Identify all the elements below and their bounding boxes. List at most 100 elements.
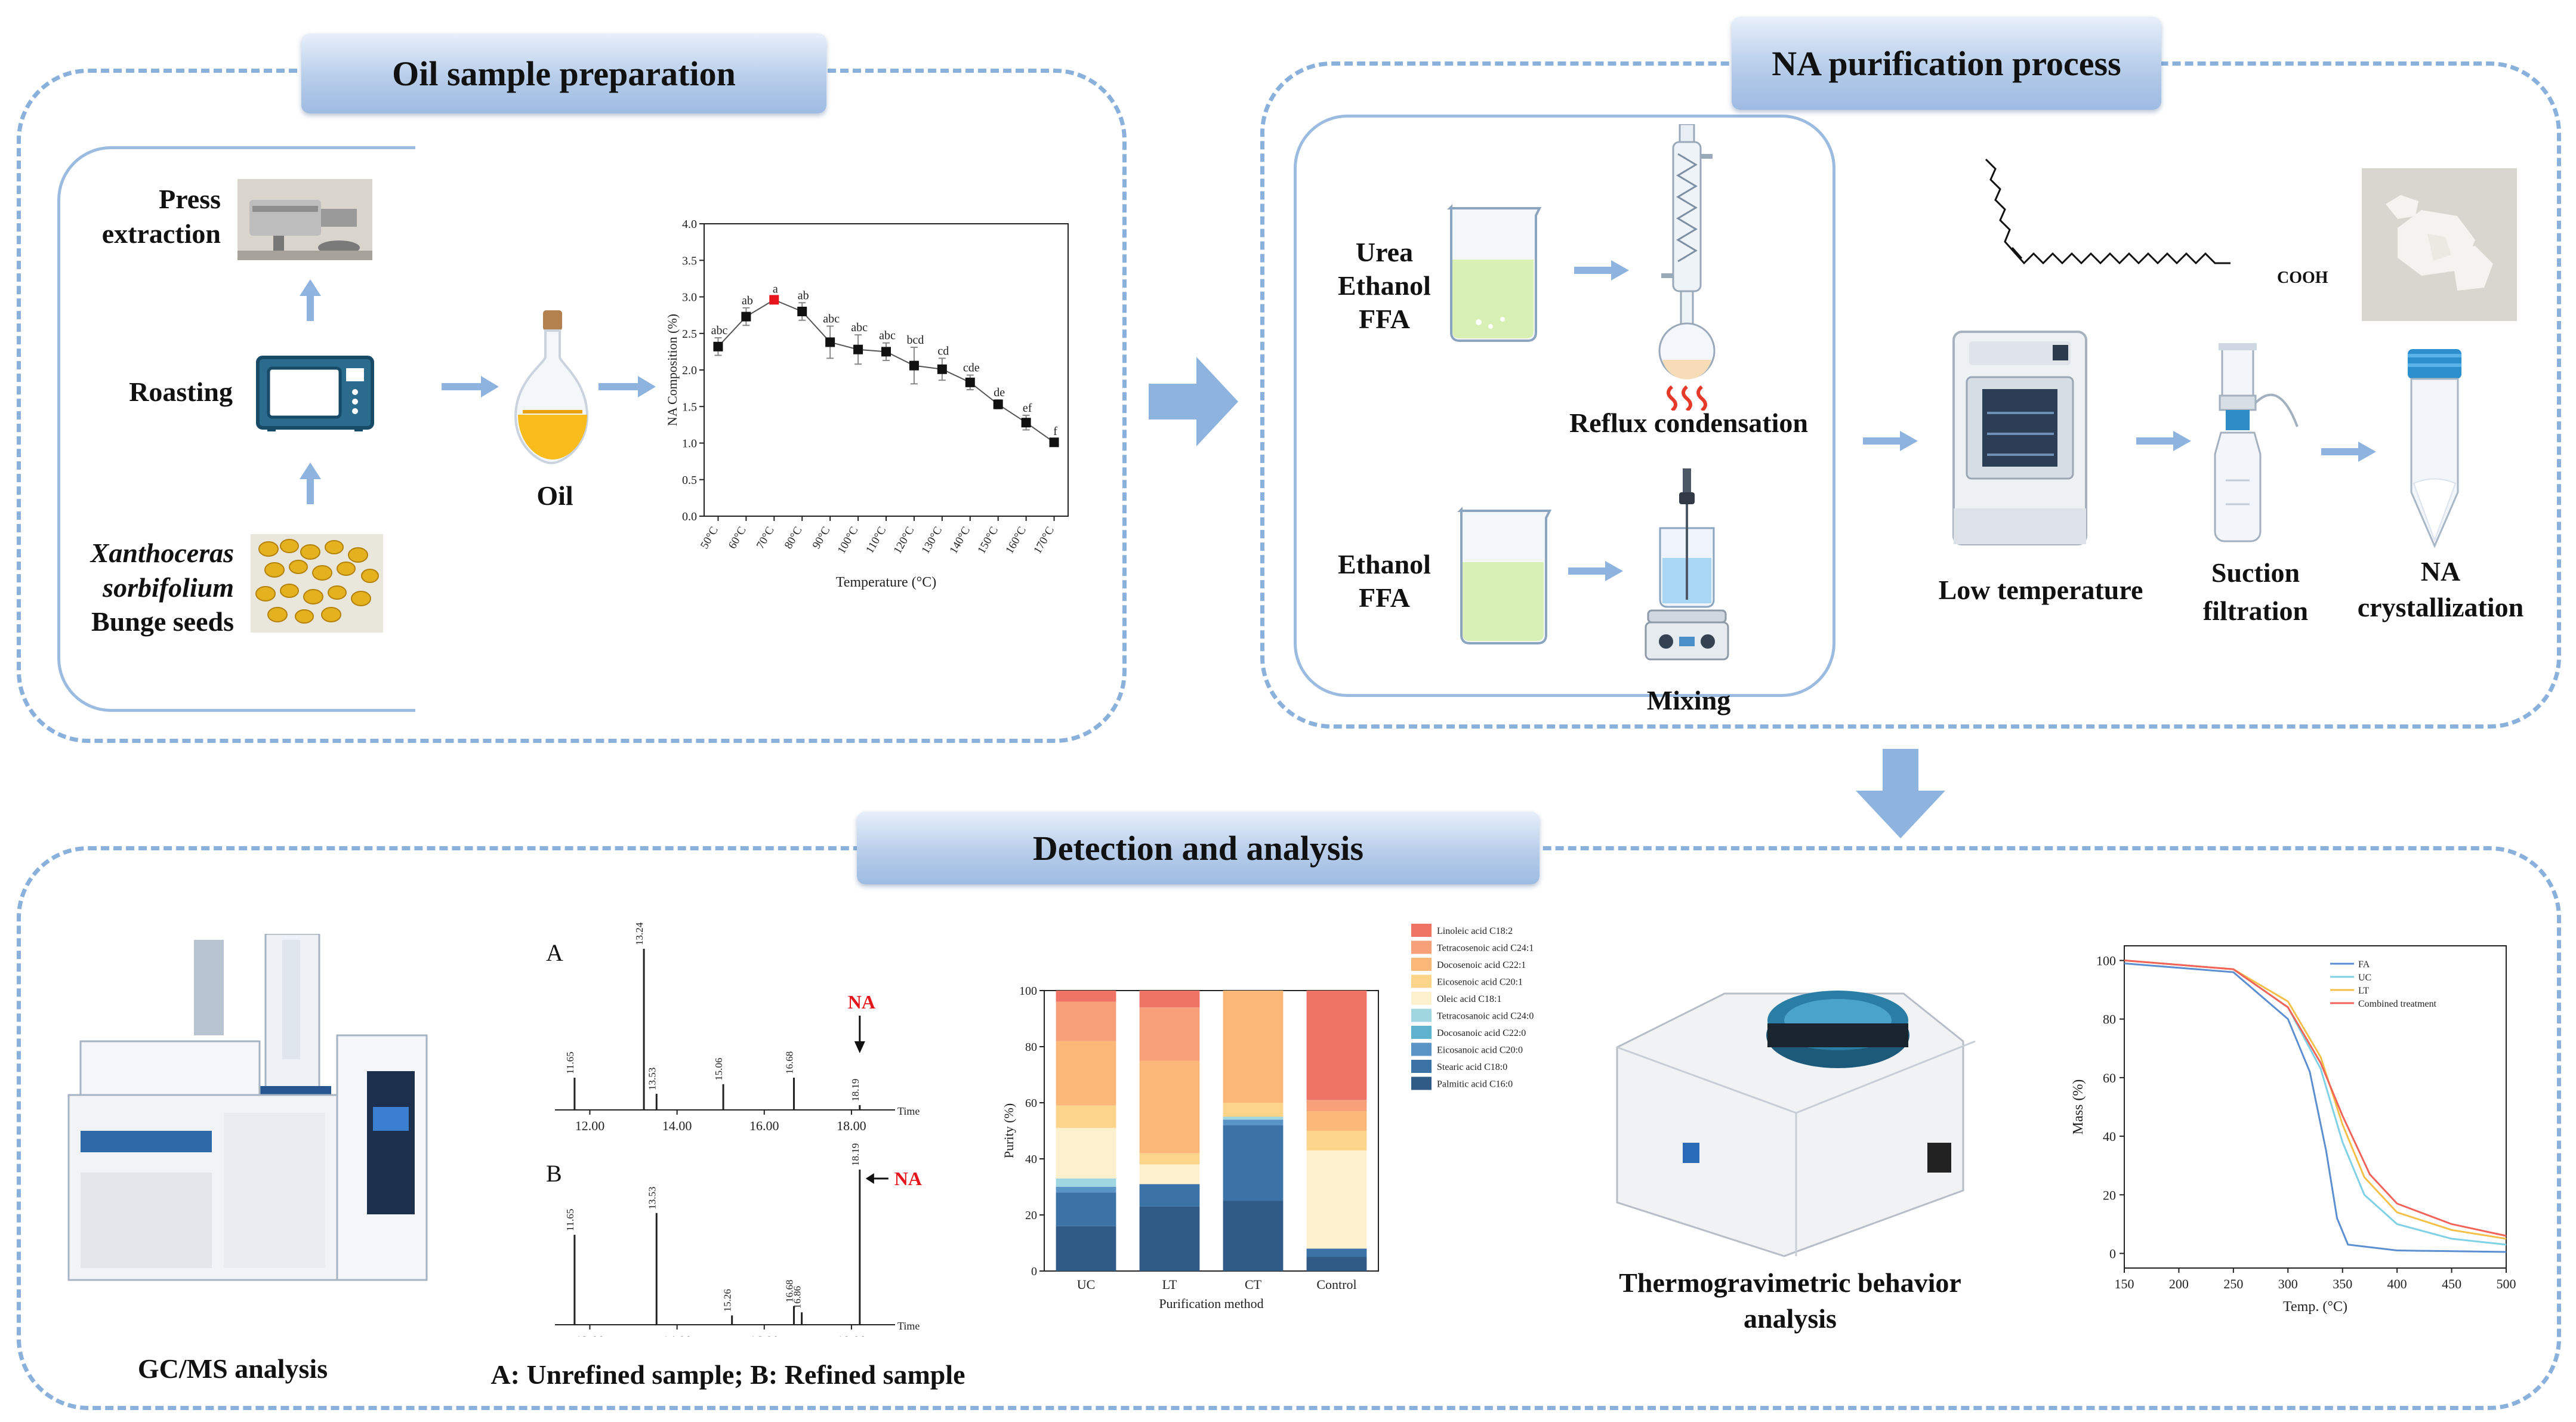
bar-segment xyxy=(1056,1192,1116,1226)
bar-segment xyxy=(1306,1248,1367,1257)
significance-letter: ab xyxy=(798,289,809,302)
significance-letter: abc xyxy=(851,321,868,334)
significance-letter: cd xyxy=(937,344,949,357)
x-tick-label: 80°C xyxy=(782,525,805,551)
panel-label: A xyxy=(546,939,563,966)
bar-segment xyxy=(1306,1150,1367,1249)
y-tick-label: 40 xyxy=(1025,1153,1037,1166)
x-tick-label: 50°C xyxy=(698,525,721,551)
x-tick-label: 14.00 xyxy=(662,1118,692,1133)
big-right-arrow xyxy=(1149,357,1238,446)
bar-segment xyxy=(1306,1100,1367,1112)
tga-instrument-icon xyxy=(1616,991,1976,1257)
purify-inner-frame xyxy=(1294,115,1835,697)
peak-label: 13.53 xyxy=(646,1068,658,1090)
oil-label: Oil xyxy=(536,480,573,511)
x-tick-label: 130°C xyxy=(920,525,945,556)
y-axis-label: NA Composition (%) xyxy=(665,314,680,426)
x-tick-label: 70°C xyxy=(754,525,777,551)
right-arrow-2 xyxy=(599,376,656,397)
urea-ethanol-ffa-label: Urea Ethanol FFA xyxy=(1338,237,1431,335)
x-tick-label: 120°C xyxy=(891,525,917,556)
x-tick-label: 350 xyxy=(2333,1276,2352,1291)
legend-label: Tetracosenoic acid C24:1 xyxy=(1437,943,1534,954)
x-tick-label: 200 xyxy=(2169,1276,2189,1291)
bar-segment xyxy=(1223,1119,1284,1125)
significance-letter: abc xyxy=(879,329,896,343)
legend-swatch xyxy=(1411,958,1432,971)
x-tick-label: 250 xyxy=(2223,1276,2243,1291)
legend-swatch xyxy=(1411,1026,1432,1039)
legend-label: Palmitic acid C16:0 xyxy=(1437,1079,1513,1090)
y-tick-label: 60 xyxy=(1025,1097,1037,1110)
x-tick-label: 18.00 xyxy=(837,1118,866,1133)
y-axis-label: Mass (%) xyxy=(2071,1079,2086,1135)
y-tick-label: 100 xyxy=(2096,954,2116,968)
bar-segment xyxy=(1056,1128,1116,1179)
legend-label: Eicosenoic acid C20:1 xyxy=(1437,977,1523,988)
significance-letter: de xyxy=(994,386,1005,399)
y-tick-label: 80 xyxy=(2103,1012,2116,1027)
data-point xyxy=(1021,418,1031,428)
press-extraction-label: Press extraction xyxy=(101,184,221,249)
x-tick-label: 300 xyxy=(2278,1276,2298,1291)
x-tick-label: 170°C xyxy=(1031,525,1057,556)
crystal-photo xyxy=(2362,168,2517,321)
significance-letter: ab xyxy=(742,294,753,307)
significance-letter: bcd xyxy=(906,334,924,347)
x-tick-label: 16.00 xyxy=(749,1333,779,1337)
peak-label: 11.65 xyxy=(564,1051,576,1074)
arrow-to-suction xyxy=(2136,431,2191,451)
y-tick-label: 80 xyxy=(1025,1041,1037,1054)
mass-curve xyxy=(2124,960,2507,1240)
legend-swatch xyxy=(1411,1008,1432,1022)
oil-inner-frame xyxy=(57,146,415,712)
press-machine-image xyxy=(237,179,372,260)
bar-segment xyxy=(1139,1007,1200,1061)
centrifuge-tube-icon xyxy=(2408,349,2461,548)
data-point xyxy=(909,360,919,371)
seeds-image xyxy=(251,534,383,633)
y-tick-label: 2.0 xyxy=(682,364,697,377)
data-point xyxy=(797,307,807,316)
bar-segment xyxy=(1056,1226,1116,1271)
y-axis-label: Purity (%) xyxy=(1001,1103,1016,1158)
mixing-label: Mixing xyxy=(1646,685,1731,715)
arrow-to-lowtemp xyxy=(1863,431,1918,451)
na-arrowhead-b xyxy=(865,1173,874,1184)
x-tick-label: UC xyxy=(1077,1277,1096,1292)
data-point xyxy=(993,399,1003,409)
panel-label: B xyxy=(546,1160,562,1187)
bar-segment xyxy=(1139,1184,1200,1207)
arrow-to-mixing xyxy=(1568,561,1623,581)
gcms-label: GC/MS analysis xyxy=(137,1353,328,1384)
bar-segment xyxy=(1306,1131,1367,1150)
y-tick-label: 4.0 xyxy=(682,218,697,231)
peak-label: 15.26 xyxy=(722,1289,733,1312)
x-tick-label: 450 xyxy=(2442,1276,2461,1291)
y-tick-label: 0 xyxy=(1031,1265,1037,1278)
significance-letter: abc xyxy=(823,313,840,326)
legend-label: Docosenoic acid C22:1 xyxy=(1437,960,1526,970)
y-tick-label: 20 xyxy=(1025,1209,1037,1222)
right-arrow-1 xyxy=(442,376,499,397)
bar-segment xyxy=(1223,1201,1284,1271)
bar-segment xyxy=(1139,1153,1200,1165)
data-point xyxy=(741,311,751,322)
legend-label: UC xyxy=(2358,973,2371,983)
x-tick-label: 12.00 xyxy=(575,1333,605,1337)
legend-label: Stearic acid C18:0 xyxy=(1437,1062,1507,1072)
x-tick-label: 18.00 xyxy=(837,1333,866,1337)
significance-letter: ef xyxy=(1023,402,1032,415)
bar-segment xyxy=(1056,1001,1116,1041)
low-temperature-label: Low temperature xyxy=(1938,575,2143,605)
peak-label: 16.68 xyxy=(783,1280,795,1303)
na-annotation-b: NA xyxy=(894,1168,922,1189)
microwave-icon xyxy=(256,356,374,431)
legend-label: Combined treatment xyxy=(2358,999,2437,1009)
legend-label: Oleic acid C18:1 xyxy=(1437,994,1501,1004)
bar-segment xyxy=(1056,1105,1116,1128)
x-tick-label: 500 xyxy=(2497,1276,2516,1291)
up-arrow-1 xyxy=(300,279,321,321)
legend-swatch xyxy=(1411,1060,1432,1073)
